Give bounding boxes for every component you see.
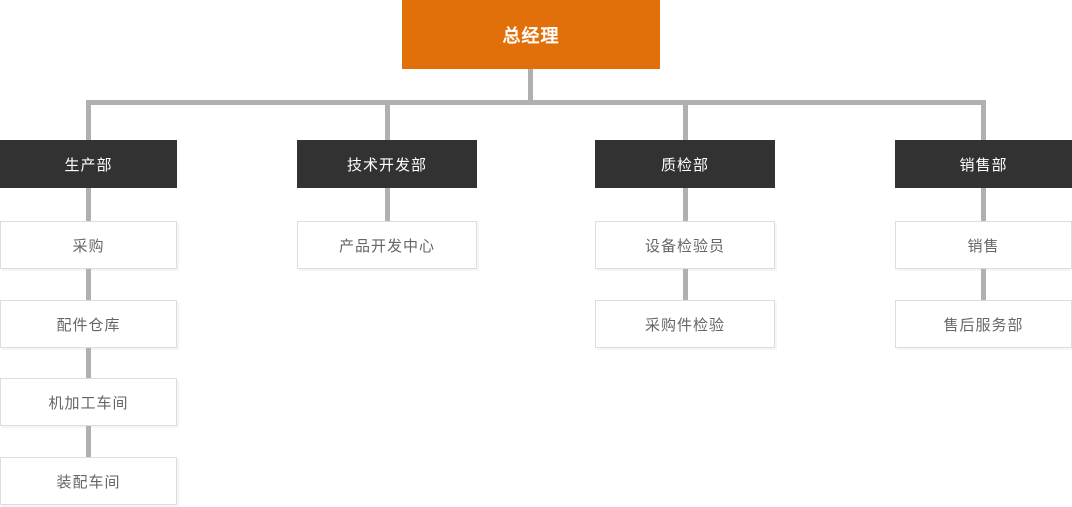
connector-stub-qc xyxy=(683,100,688,140)
connector-root-stem xyxy=(528,69,533,100)
org-node-after-sales-service: 售后服务部 xyxy=(895,300,1072,348)
org-node-sales: 销售 xyxy=(895,221,1072,269)
org-node-dept-qc: 质检部 xyxy=(595,140,775,188)
connector-production-3 xyxy=(86,348,91,378)
connector-horizontal-rail xyxy=(86,100,986,105)
org-node-purchased-parts-inspection: 采购件检验 xyxy=(595,300,775,348)
connector-stub-sales xyxy=(981,100,986,140)
org-node-product-dev-center: 产品开发中心 xyxy=(297,221,477,269)
org-node-parts-warehouse: 配件仓库 xyxy=(0,300,177,348)
connector-stub-production xyxy=(86,100,91,140)
connector-production-2 xyxy=(86,269,91,300)
org-node-dept-production: 生产部 xyxy=(0,140,177,188)
connector-production-1 xyxy=(86,188,91,221)
org-node-purchasing: 采购 xyxy=(0,221,177,269)
connector-qc-1 xyxy=(683,188,688,221)
connector-qc-2 xyxy=(683,269,688,300)
org-node-root: 总经理 xyxy=(402,0,660,69)
org-node-dept-sales: 销售部 xyxy=(895,140,1072,188)
org-node-equipment-inspector: 设备检验员 xyxy=(595,221,775,269)
connector-sales-1 xyxy=(981,188,986,221)
connector-sales-2 xyxy=(981,269,986,300)
connector-tech-1 xyxy=(385,188,390,221)
connector-stub-tech xyxy=(385,100,390,140)
org-node-machining-workshop: 机加工车间 xyxy=(0,378,177,426)
org-node-assembly-workshop: 装配车间 xyxy=(0,457,177,505)
connector-production-4 xyxy=(86,426,91,457)
org-node-dept-tech: 技术开发部 xyxy=(297,140,477,188)
